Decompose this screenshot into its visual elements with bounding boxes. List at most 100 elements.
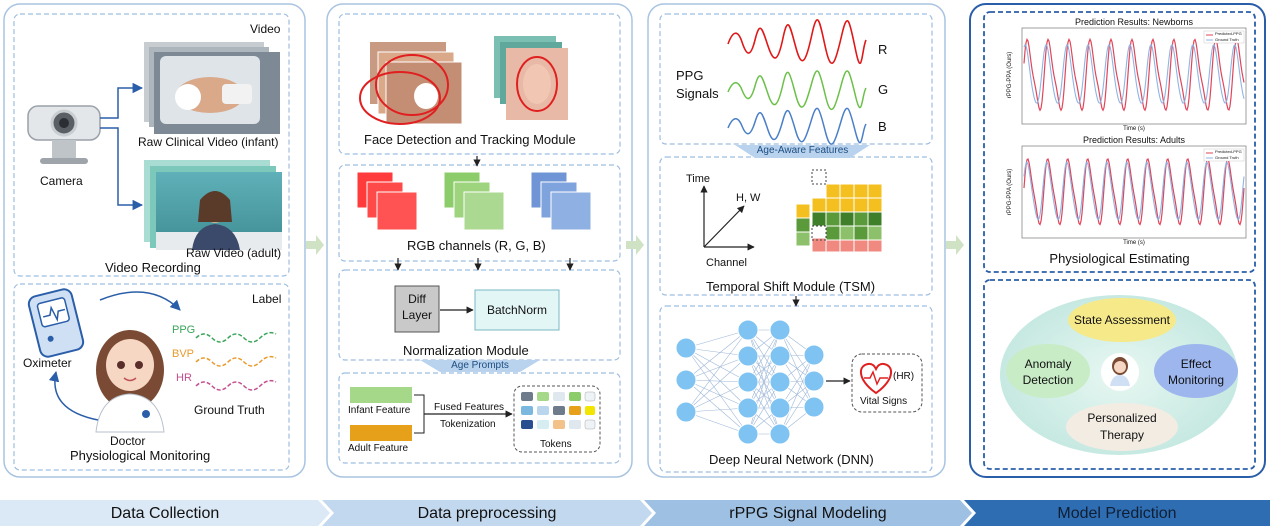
adult-feature-label: Adult Feature — [348, 443, 409, 454]
dnn-node — [675, 337, 697, 359]
face-module-label: Face Detection and Tracking Module — [364, 132, 576, 147]
dnn-edge — [685, 379, 749, 409]
dnn-edge — [685, 329, 749, 381]
camera-label: Camera — [40, 174, 83, 188]
ppg-wave — [195, 331, 277, 343]
stage-arrow-3 — [946, 235, 964, 255]
dnn-node — [769, 423, 791, 445]
dnn-network — [675, 319, 825, 445]
chart-adults-legend-gt: Ground Truth — [1215, 155, 1239, 160]
dnn-node — [803, 370, 825, 392]
stage-arrow-1 — [306, 235, 324, 255]
channel-axis-label: Channel — [706, 257, 747, 269]
anomaly-label-2: Detection — [1022, 373, 1074, 387]
ppg-label: PPG — [172, 324, 196, 336]
b-label: B — [878, 119, 887, 134]
dnn-edge — [685, 347, 749, 383]
effect-label-2: Monitoring — [1167, 373, 1225, 387]
ppg-signal-g — [727, 70, 867, 111]
tokens-label: Tokens — [540, 439, 572, 450]
chart-adults-xlabel: Time (s) — [1123, 240, 1145, 246]
stage-label-prediction: Model Prediction — [1057, 505, 1177, 522]
chevron-data-collection — [0, 500, 330, 526]
bvp-wave — [195, 355, 277, 367]
chart-adults-legend-pred: Predicted-PPG — [1215, 149, 1242, 154]
chart-newborns-title: Prediction Results: Newborns — [1074, 17, 1194, 27]
g-label: G — [878, 82, 889, 97]
dnn-node — [737, 423, 759, 445]
oximeter-icon — [27, 288, 85, 358]
dnn-node — [737, 319, 759, 341]
label-tag: Label — [252, 292, 282, 306]
dnn-edge — [747, 329, 781, 409]
dnn-edge — [685, 355, 749, 413]
diff-label-1: Diff — [408, 292, 426, 306]
dnn-edge — [685, 381, 749, 413]
chevron-modeling — [644, 500, 972, 526]
dnn-edge — [685, 329, 749, 413]
r-label: R — [878, 42, 888, 57]
batchnorm-box — [474, 289, 560, 331]
tsm-tensor — [795, 183, 883, 253]
dnn-node — [675, 401, 697, 423]
state-assessment-label: State Assessment — [1073, 313, 1171, 327]
stage-arrow-2 — [626, 235, 644, 255]
dnn-node — [769, 345, 791, 367]
ppg-signals-label-1: PPG — [676, 68, 704, 83]
dnn-edge — [685, 355, 749, 381]
green-channel-stack — [443, 171, 505, 231]
ppg-signal-r — [727, 19, 867, 64]
hr-wave — [195, 379, 277, 391]
physio-monitoring-label: Physiological Monitoring — [70, 448, 211, 463]
dnn-edge — [685, 329, 749, 349]
effect-label-1: Effect — [1180, 357, 1212, 371]
batchnorm-label: BatchNorm — [486, 303, 548, 317]
chevron-prediction — [964, 500, 1270, 526]
dnn-node — [769, 371, 791, 393]
video-tag: Video — [250, 22, 281, 36]
chart-newborns-xlabel: Time (s) — [1123, 126, 1145, 132]
therapy-label-1: Personalized — [1087, 411, 1157, 425]
dnn-node — [803, 344, 825, 366]
dnn-edge — [685, 411, 749, 435]
age-aware-banner — [735, 145, 870, 158]
oximeter-label: Oximeter — [23, 356, 72, 370]
hr-value-label: (HR) — [893, 371, 915, 382]
chevron-preprocessing — [322, 500, 652, 526]
anomaly-label-1: Anomaly — [1024, 357, 1072, 371]
doctor-avatar — [95, 330, 165, 433]
dnn-edge — [685, 347, 749, 435]
adult-video-frames — [144, 160, 282, 250]
infant-feature-label: Infant Feature — [348, 405, 411, 416]
face-detection-infant — [359, 42, 463, 125]
dnn-node — [737, 371, 759, 393]
dnn-label: Deep Neural Network (DNN) — [709, 452, 874, 467]
dnn-node — [769, 397, 791, 419]
state-assessment-bubble — [1068, 298, 1176, 342]
stage-label-preprocessing: Data preprocessing — [417, 505, 557, 522]
dnn-edge — [685, 347, 749, 409]
anomaly-detection-bubble — [1006, 344, 1090, 398]
doctor-label: Doctor — [110, 434, 146, 448]
chart-adults-gt — [1023, 161, 1245, 221]
ground-truth-label: Ground Truth — [194, 403, 265, 417]
infant-feature-bar — [350, 387, 412, 403]
hw-axis-label: H, W — [736, 192, 761, 204]
physio-estimating-label: Physiological Estimating — [1049, 251, 1190, 266]
rgb-channels-label: RGB channels (R, G, B) — [407, 238, 546, 253]
stage-label-data-collection: Data Collection — [110, 505, 220, 522]
video-recording-label: Video Recording — [105, 260, 201, 275]
adult-feature-bar — [350, 425, 412, 441]
ppg-signal-b — [727, 107, 867, 145]
dnn-node — [675, 369, 697, 391]
chart-newborns-ylabel: rPPG-PPA (Ours) — [1007, 51, 1013, 99]
raw-clinical-label: Raw Clinical Video (infant) — [138, 135, 279, 149]
stage-label-modeling: rPPG Signal Modeling — [729, 505, 887, 522]
normalization-label: Normalization Module — [403, 343, 529, 358]
dnn-node — [737, 397, 759, 419]
dnn-edge — [747, 355, 781, 435]
diff-layer-box — [394, 285, 440, 333]
chart-adults-ylabel: rPPG-PPA (Ours) — [1007, 168, 1013, 216]
age-prompts-banner — [420, 360, 540, 372]
